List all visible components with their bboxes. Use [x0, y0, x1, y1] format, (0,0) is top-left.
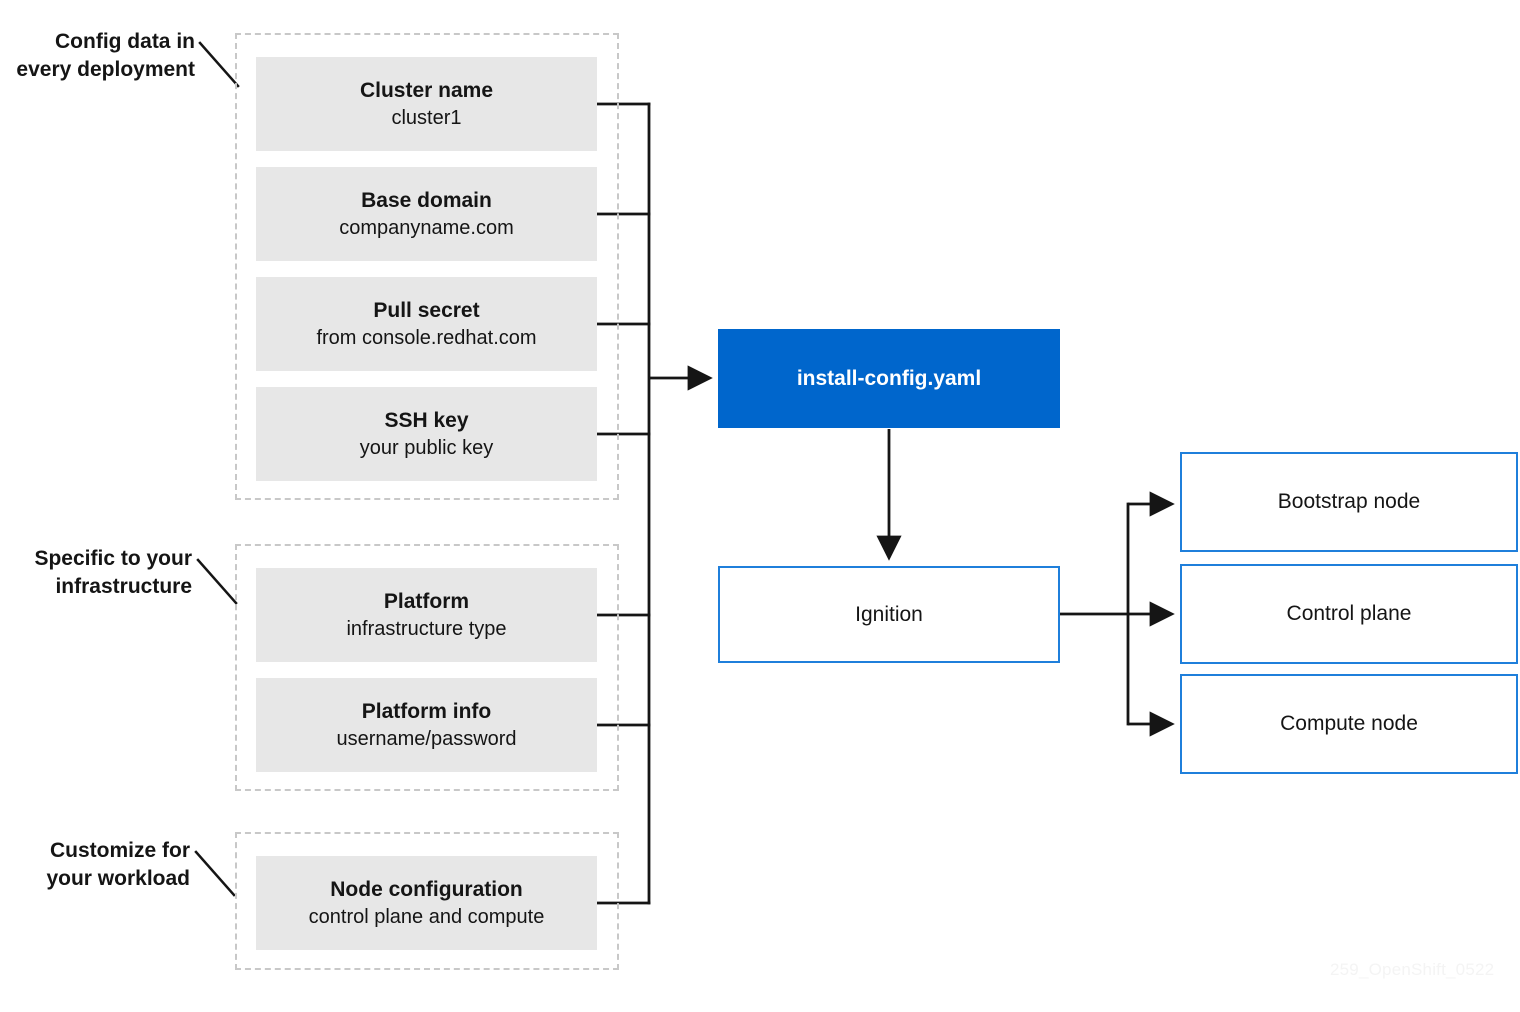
bootstrap-node-box[interactable]: Bootstrap node [1180, 452, 1518, 552]
card-cluster-name[interactable]: Cluster name cluster1 [256, 57, 597, 151]
leader-line-every-deployment [198, 41, 240, 88]
compute-node-label: Compute node [1280, 712, 1418, 735]
section-label-every-deployment: Config data in every deployment [16, 30, 195, 82]
card-subtitle: cluster1 [391, 107, 462, 130]
card-title: Platform info [361, 699, 492, 723]
card-subtitle: your public key [359, 437, 494, 460]
card-title: Cluster name [359, 78, 494, 102]
section-label-workload: Customize for your workload [46, 839, 190, 891]
card-base-domain[interactable]: Base domain companyname.com [256, 167, 597, 261]
card-subtitle: companyname.com [339, 217, 514, 240]
control-plane-label: Control plane [1286, 602, 1412, 625]
group-box-workload [235, 832, 619, 970]
card-subtitle: infrastructure type [346, 618, 507, 641]
group-box-infrastructure [235, 544, 619, 791]
card-subtitle: username/password [336, 728, 517, 751]
ignition-box[interactable]: Ignition [718, 566, 1060, 663]
compute-node-box[interactable]: Compute node [1180, 674, 1518, 774]
control-plane-box[interactable]: Control plane [1180, 564, 1518, 664]
card-platform[interactable]: Platform infrastructure type [256, 568, 597, 662]
card-pull-secret[interactable]: Pull secret from console.redhat.com [256, 277, 597, 371]
card-node-configuration[interactable]: Node configuration control plane and com… [256, 856, 597, 950]
install-config-yaml-label: install-config.yaml [796, 366, 982, 390]
card-subtitle: control plane and compute [308, 906, 545, 929]
ignition-fanout-bus [1058, 502, 1130, 726]
section-label-infrastructure: Specific to your infrastructure [34, 547, 192, 599]
card-title: SSH key [384, 408, 469, 432]
card-title: Pull secret [373, 298, 480, 322]
card-title: Base domain [361, 188, 492, 212]
install-config-yaml-box[interactable]: install-config.yaml [718, 329, 1060, 428]
group-box-every-deployment [235, 33, 619, 500]
card-title: Node configuration [330, 877, 523, 901]
card-subtitle: from console.redhat.com [316, 327, 537, 350]
leader-line-workload [194, 850, 236, 897]
ignition-label: Ignition [855, 602, 923, 626]
card-title: Platform [383, 589, 470, 613]
watermark-label: 259_OpenShift_0522 [1330, 960, 1495, 979]
bootstrap-node-label: Bootstrap node [1277, 490, 1421, 513]
leader-line-infrastructure [196, 558, 238, 605]
card-platform-info[interactable]: Platform info username/password [256, 678, 597, 772]
card-ssh-key[interactable]: SSH key your public key [256, 387, 597, 481]
